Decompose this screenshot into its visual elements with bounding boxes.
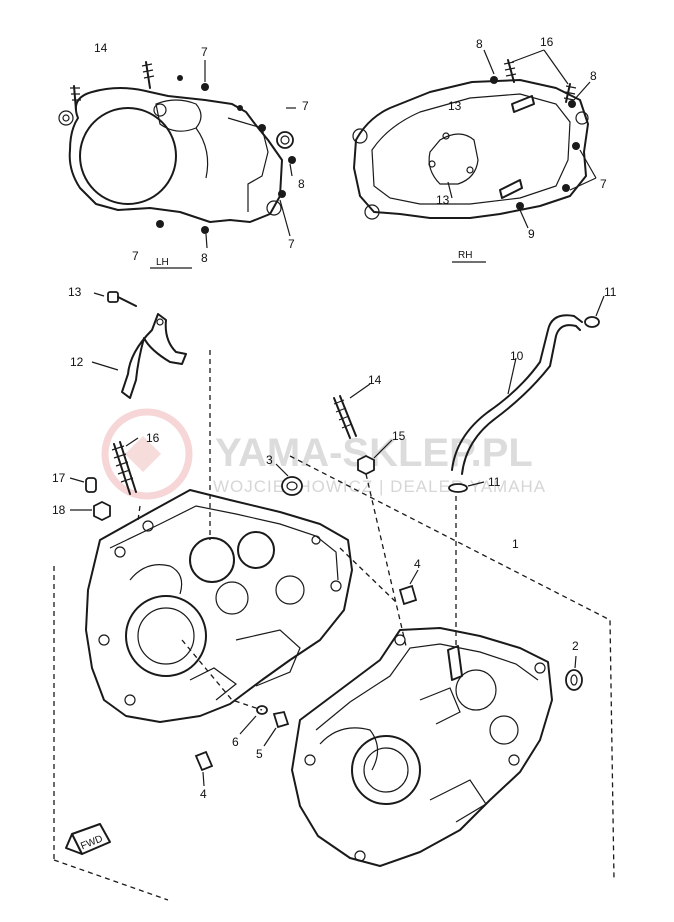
callout-10: 10 bbox=[510, 349, 524, 363]
callout-rh-13b: 13 bbox=[436, 193, 450, 207]
oil-seal-2 bbox=[565, 655, 583, 691]
callout-rh-8a: 8 bbox=[476, 37, 483, 51]
bolt-13 bbox=[93, 291, 137, 307]
fwd-arrow: FWD bbox=[65, 823, 111, 855]
right-crankcase-half bbox=[291, 627, 553, 867]
hose-clip-11-top bbox=[584, 295, 605, 328]
callout-3: 3 bbox=[266, 453, 273, 467]
callout-labels: 14 7 7 8 7 8 7 8 16 8 13 13 7 9 13 12 16… bbox=[52, 35, 617, 801]
callout-rh-7: 7 bbox=[600, 177, 607, 191]
callout-lh-7a: 7 bbox=[201, 45, 208, 59]
callout-17: 17 bbox=[52, 471, 66, 485]
watermark-logo-mark bbox=[125, 436, 161, 472]
callout-2: 2 bbox=[572, 639, 579, 653]
callout-lh-14: 14 bbox=[94, 41, 108, 55]
callout-1: 1 bbox=[512, 537, 519, 551]
o-ring-6 bbox=[239, 705, 268, 735]
dowel-pin-4-lower bbox=[194, 750, 214, 787]
callout-4b: 4 bbox=[200, 787, 207, 801]
callout-rh-16: 16 bbox=[540, 35, 554, 49]
callout-4a: 4 bbox=[414, 557, 421, 571]
callout-5: 5 bbox=[256, 747, 263, 761]
callout-rh-13a: 13 bbox=[448, 99, 462, 113]
callout-rh-8b: 8 bbox=[590, 69, 597, 83]
nut-15 bbox=[357, 439, 393, 476]
nut-18 bbox=[70, 500, 111, 522]
lh-crankcase-cover: LH bbox=[58, 60, 296, 269]
assembly-lines bbox=[53, 350, 615, 901]
callout-16: 16 bbox=[146, 431, 160, 445]
callout-6: 6 bbox=[232, 735, 239, 749]
oil-seal-3 bbox=[275, 463, 303, 496]
hose-clip-11-bottom bbox=[448, 481, 485, 493]
rh-crankcase-cover: RH bbox=[352, 49, 597, 263]
watermark-logo bbox=[101, 408, 193, 500]
callout-11b: 11 bbox=[488, 475, 501, 489]
dowel-pin-5 bbox=[263, 710, 290, 747]
callout-lh-8a: 8 bbox=[298, 177, 305, 191]
stud-bolt-16 bbox=[111, 437, 139, 495]
rh-section-label: RH bbox=[458, 250, 472, 261]
callout-14: 14 bbox=[368, 373, 382, 387]
dowel-pin-4-upper bbox=[398, 569, 419, 606]
callout-rh-9: 9 bbox=[528, 227, 535, 241]
plug-17 bbox=[69, 477, 97, 493]
lh-section-label: LH bbox=[156, 257, 169, 268]
callout-lh-7b: 7 bbox=[302, 99, 309, 113]
callout-lh-7c: 7 bbox=[288, 237, 295, 251]
callout-18: 18 bbox=[52, 503, 66, 517]
callout-13: 13 bbox=[68, 285, 82, 299]
breather-hose-10 bbox=[451, 314, 583, 475]
callout-11a: 11 bbox=[604, 285, 617, 299]
left-crankcase-half bbox=[85, 489, 353, 723]
callout-lh-8b: 8 bbox=[201, 251, 208, 265]
bracket-12 bbox=[91, 313, 187, 399]
callout-12: 12 bbox=[70, 355, 84, 369]
stud-bolt-14 bbox=[333, 383, 371, 439]
callout-15: 15 bbox=[392, 429, 406, 443]
callout-lh-7d: 7 bbox=[132, 249, 139, 263]
